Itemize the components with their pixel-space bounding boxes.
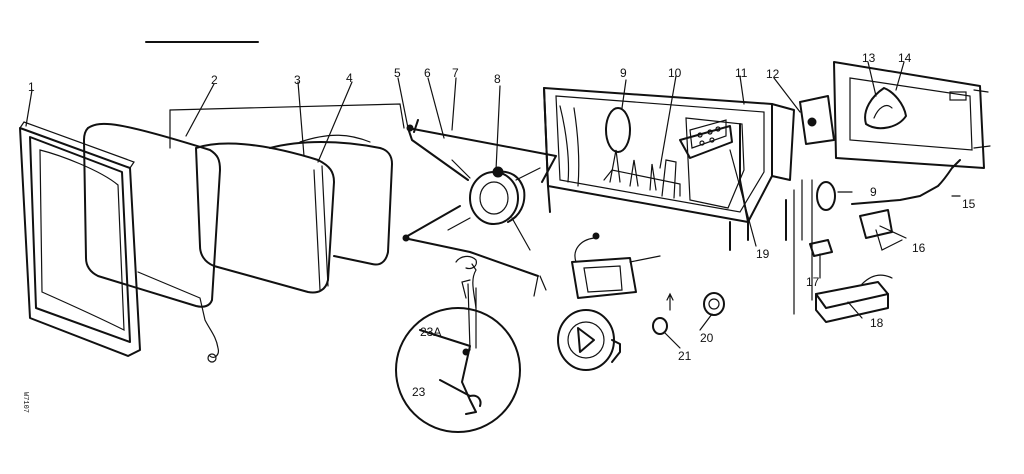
tube-band-part (313, 165, 329, 291)
chassis-board-part (799, 61, 991, 169)
label-20: 20 (700, 331, 714, 345)
label-13: 13 (862, 51, 876, 65)
leader-lines (25, 61, 961, 349)
bezel-part (19, 121, 141, 357)
part-labels: 1 2 3 4 5 6 7 8 9 9 10 11 12 13 14 15 16… (28, 51, 976, 399)
label-15: 15 (962, 197, 976, 211)
label-11: 11 (735, 66, 748, 80)
label-2: 2 (211, 73, 218, 87)
arrow-up (666, 292, 674, 311)
label-8: 8 (494, 72, 501, 86)
label-17: 17 (806, 275, 820, 289)
label-23: 23 (412, 385, 426, 399)
speaker-part (816, 181, 836, 211)
label-6: 6 (424, 66, 431, 80)
round-tuner-part (557, 309, 621, 371)
control-panel-part (679, 119, 733, 159)
label-9-top: 9 (620, 66, 627, 80)
cabinet-part (543, 87, 795, 251)
knob-part-21 (652, 317, 668, 335)
label-1: 1 (28, 80, 35, 94)
label-3: 3 (294, 73, 301, 87)
knob-part-20 (703, 292, 725, 316)
label-18: 18 (870, 316, 884, 330)
label-23a: 23A (420, 325, 441, 339)
label-19: 19 (756, 247, 770, 261)
picture-tube-part (195, 134, 393, 294)
label-7: 7 (452, 66, 459, 80)
label-16: 16 (912, 241, 926, 255)
bracket-part-16 (859, 209, 903, 251)
speaker-bracket-part (571, 232, 661, 299)
label-14: 14 (898, 51, 912, 65)
component-box-part (815, 274, 893, 323)
label-9-right: 9 (870, 185, 877, 199)
label-10: 10 (668, 66, 682, 80)
label-5: 5 (394, 66, 401, 80)
safety-glass-part (83, 122, 221, 363)
side-code: W7107 (21, 392, 29, 413)
label-12: 12 (766, 67, 780, 81)
deflection-yoke-part (447, 159, 541, 251)
label-21: 21 (678, 349, 692, 363)
clip-part-17 (809, 239, 833, 257)
guide-lines (793, 179, 813, 315)
detail-callout (395, 263, 521, 433)
label-4: 4 (346, 71, 353, 85)
power-cord-part (851, 159, 961, 205)
